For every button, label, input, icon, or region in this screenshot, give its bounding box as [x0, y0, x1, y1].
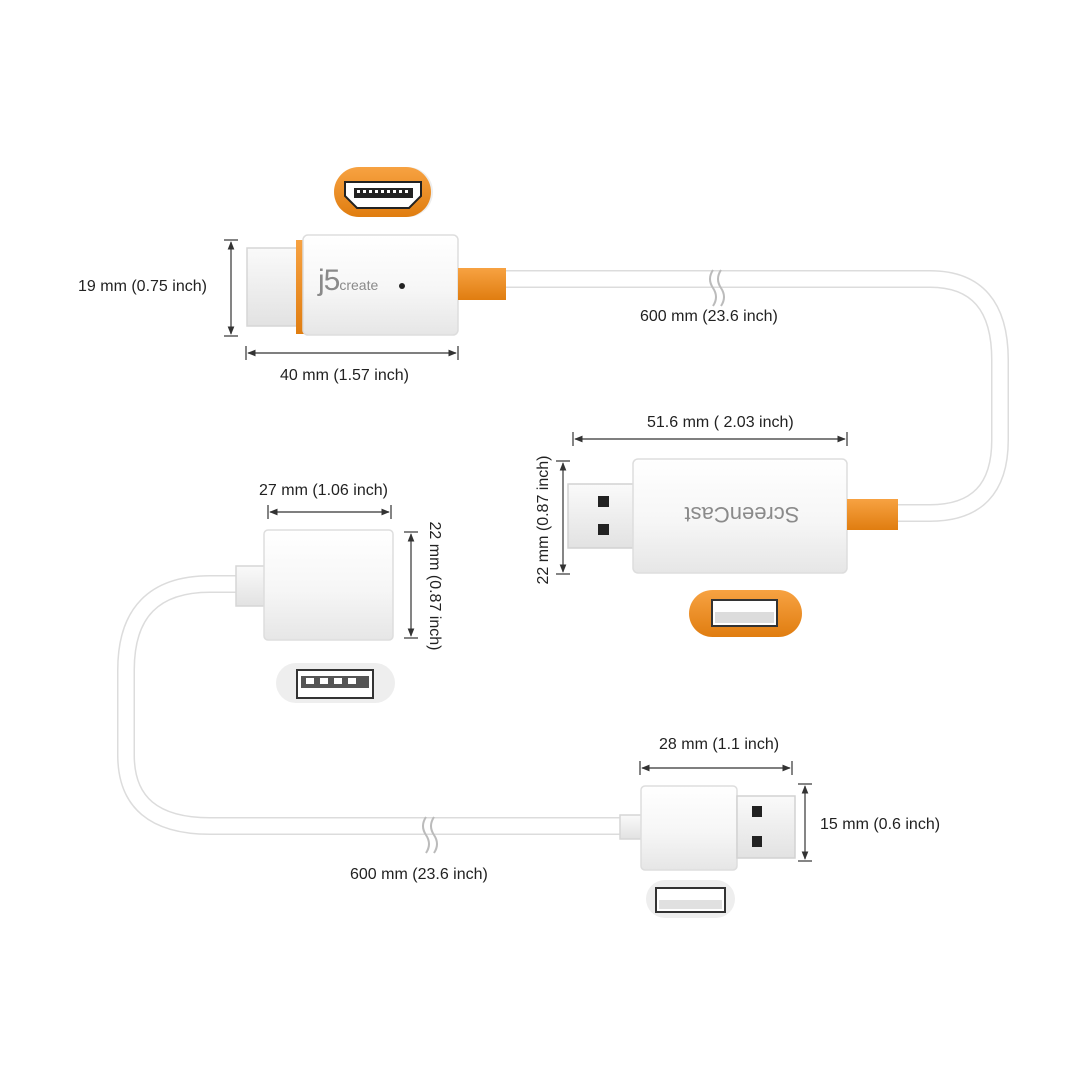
- dongle-length-dimension-line: [572, 432, 848, 446]
- hdmi-port-icon: [334, 167, 433, 217]
- dongle-height-dimension-line: [556, 460, 570, 575]
- usb-female-connector: [235, 529, 394, 641]
- usb-female-length-dimension-line: [267, 505, 392, 519]
- hdmi-height-label: 19 mm (0.75 inch): [78, 278, 207, 295]
- usb-male-height-dimension-line: [798, 783, 812, 862]
- usb-male-length-dimension-line: [639, 761, 793, 775]
- usb-male-length-label: 28 mm (1.1 inch): [659, 736, 780, 753]
- hdmi-plug: [246, 234, 506, 336]
- j5create-logo: j5create: [318, 264, 378, 298]
- top-cable: [496, 269, 1009, 522]
- logo-sub: create: [339, 277, 379, 293]
- usb-male-plug: [619, 785, 796, 871]
- usb-female-height-label: 22 mm (0.87 inch): [426, 521, 443, 651]
- usb-female-length-label: 27 mm (1.06 inch): [259, 482, 388, 499]
- screencast-dongle: [567, 458, 898, 574]
- cable-bottom-length-label: 600 mm (23.6 inch): [350, 866, 488, 883]
- screencast-label: ScreenCast: [684, 502, 800, 527]
- hdmi-height-dimension-line: [224, 239, 238, 337]
- cable-top-length-label: 600 mm (23.6 inch): [640, 308, 778, 325]
- usb-a-male-port-icon: [646, 880, 735, 918]
- bottom-cable: [117, 575, 629, 854]
- dongle-height-label: 22 mm (0.87 inch): [535, 455, 552, 585]
- usb-female-height-dimension-line: [404, 531, 418, 639]
- led-indicator-dot: [399, 283, 405, 289]
- dongle-length-label: 51.6 mm ( 2.03 inch): [647, 414, 794, 431]
- hdmi-length-label: 40 mm (1.57 inch): [280, 367, 409, 384]
- usb-male-height-label: 15 mm (0.6 inch): [820, 816, 941, 833]
- hdmi-length-dimension-line: [245, 346, 459, 360]
- logo-main: j5: [318, 264, 340, 297]
- usb-a-port-orange-icon: [689, 590, 802, 637]
- usb-a-female-port-icon: [276, 663, 395, 703]
